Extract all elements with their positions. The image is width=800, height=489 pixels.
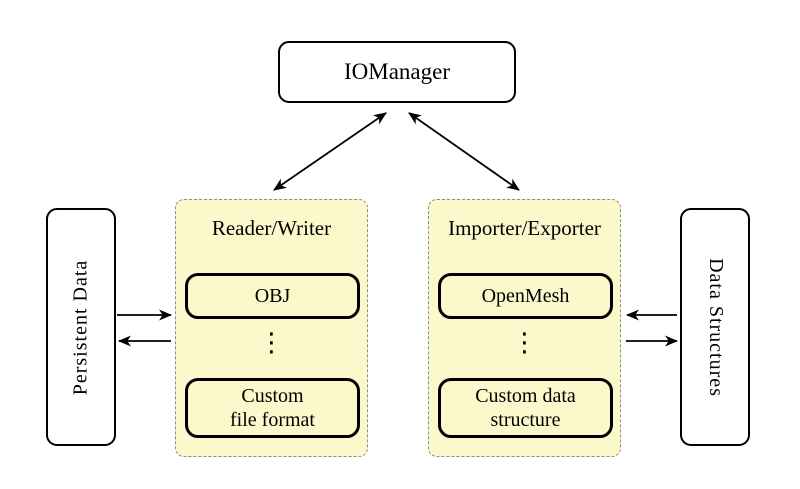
importer-exporter-ellipsis: ⋮ (511, 328, 538, 358)
data-structures-label: Data Structures (704, 257, 727, 397)
importer-exporter-title: Importer/Exporter (448, 216, 601, 240)
iomanager-label: IOManager (343, 59, 450, 84)
custom-file-format-box: Custom file format (185, 378, 360, 438)
custom-file-format-label: Custom file format (230, 385, 315, 431)
reader-writer-ellipsis: ⋮ (258, 328, 285, 358)
iomanager-box: IOManager (278, 41, 516, 103)
obj-label: OBJ (254, 285, 291, 307)
importer-exporter-panel: Importer/Exporter OpenMesh ⋮ Custom data… (428, 199, 621, 457)
persistent-data-box: Persistent Data (46, 208, 116, 446)
custom-data-structure-label: Custom data structure (475, 385, 576, 431)
reader-writer-title: Reader/Writer (211, 216, 332, 240)
openmesh-box: OpenMesh (438, 273, 613, 319)
reader-writer-panel: Reader/Writer OBJ ⋮ Custom file format (175, 199, 368, 457)
obj-box: OBJ (185, 273, 360, 319)
data-structures-box: Data Structures (680, 208, 750, 446)
arrow-iomanager-readerwriter (273, 112, 387, 191)
arrow-iomanager-importerexporter (408, 112, 520, 191)
openmesh-label: OpenMesh (481, 285, 570, 307)
persistent-data-label: Persistent Data (69, 259, 92, 395)
custom-data-structure-box: Custom data structure (438, 378, 613, 438)
